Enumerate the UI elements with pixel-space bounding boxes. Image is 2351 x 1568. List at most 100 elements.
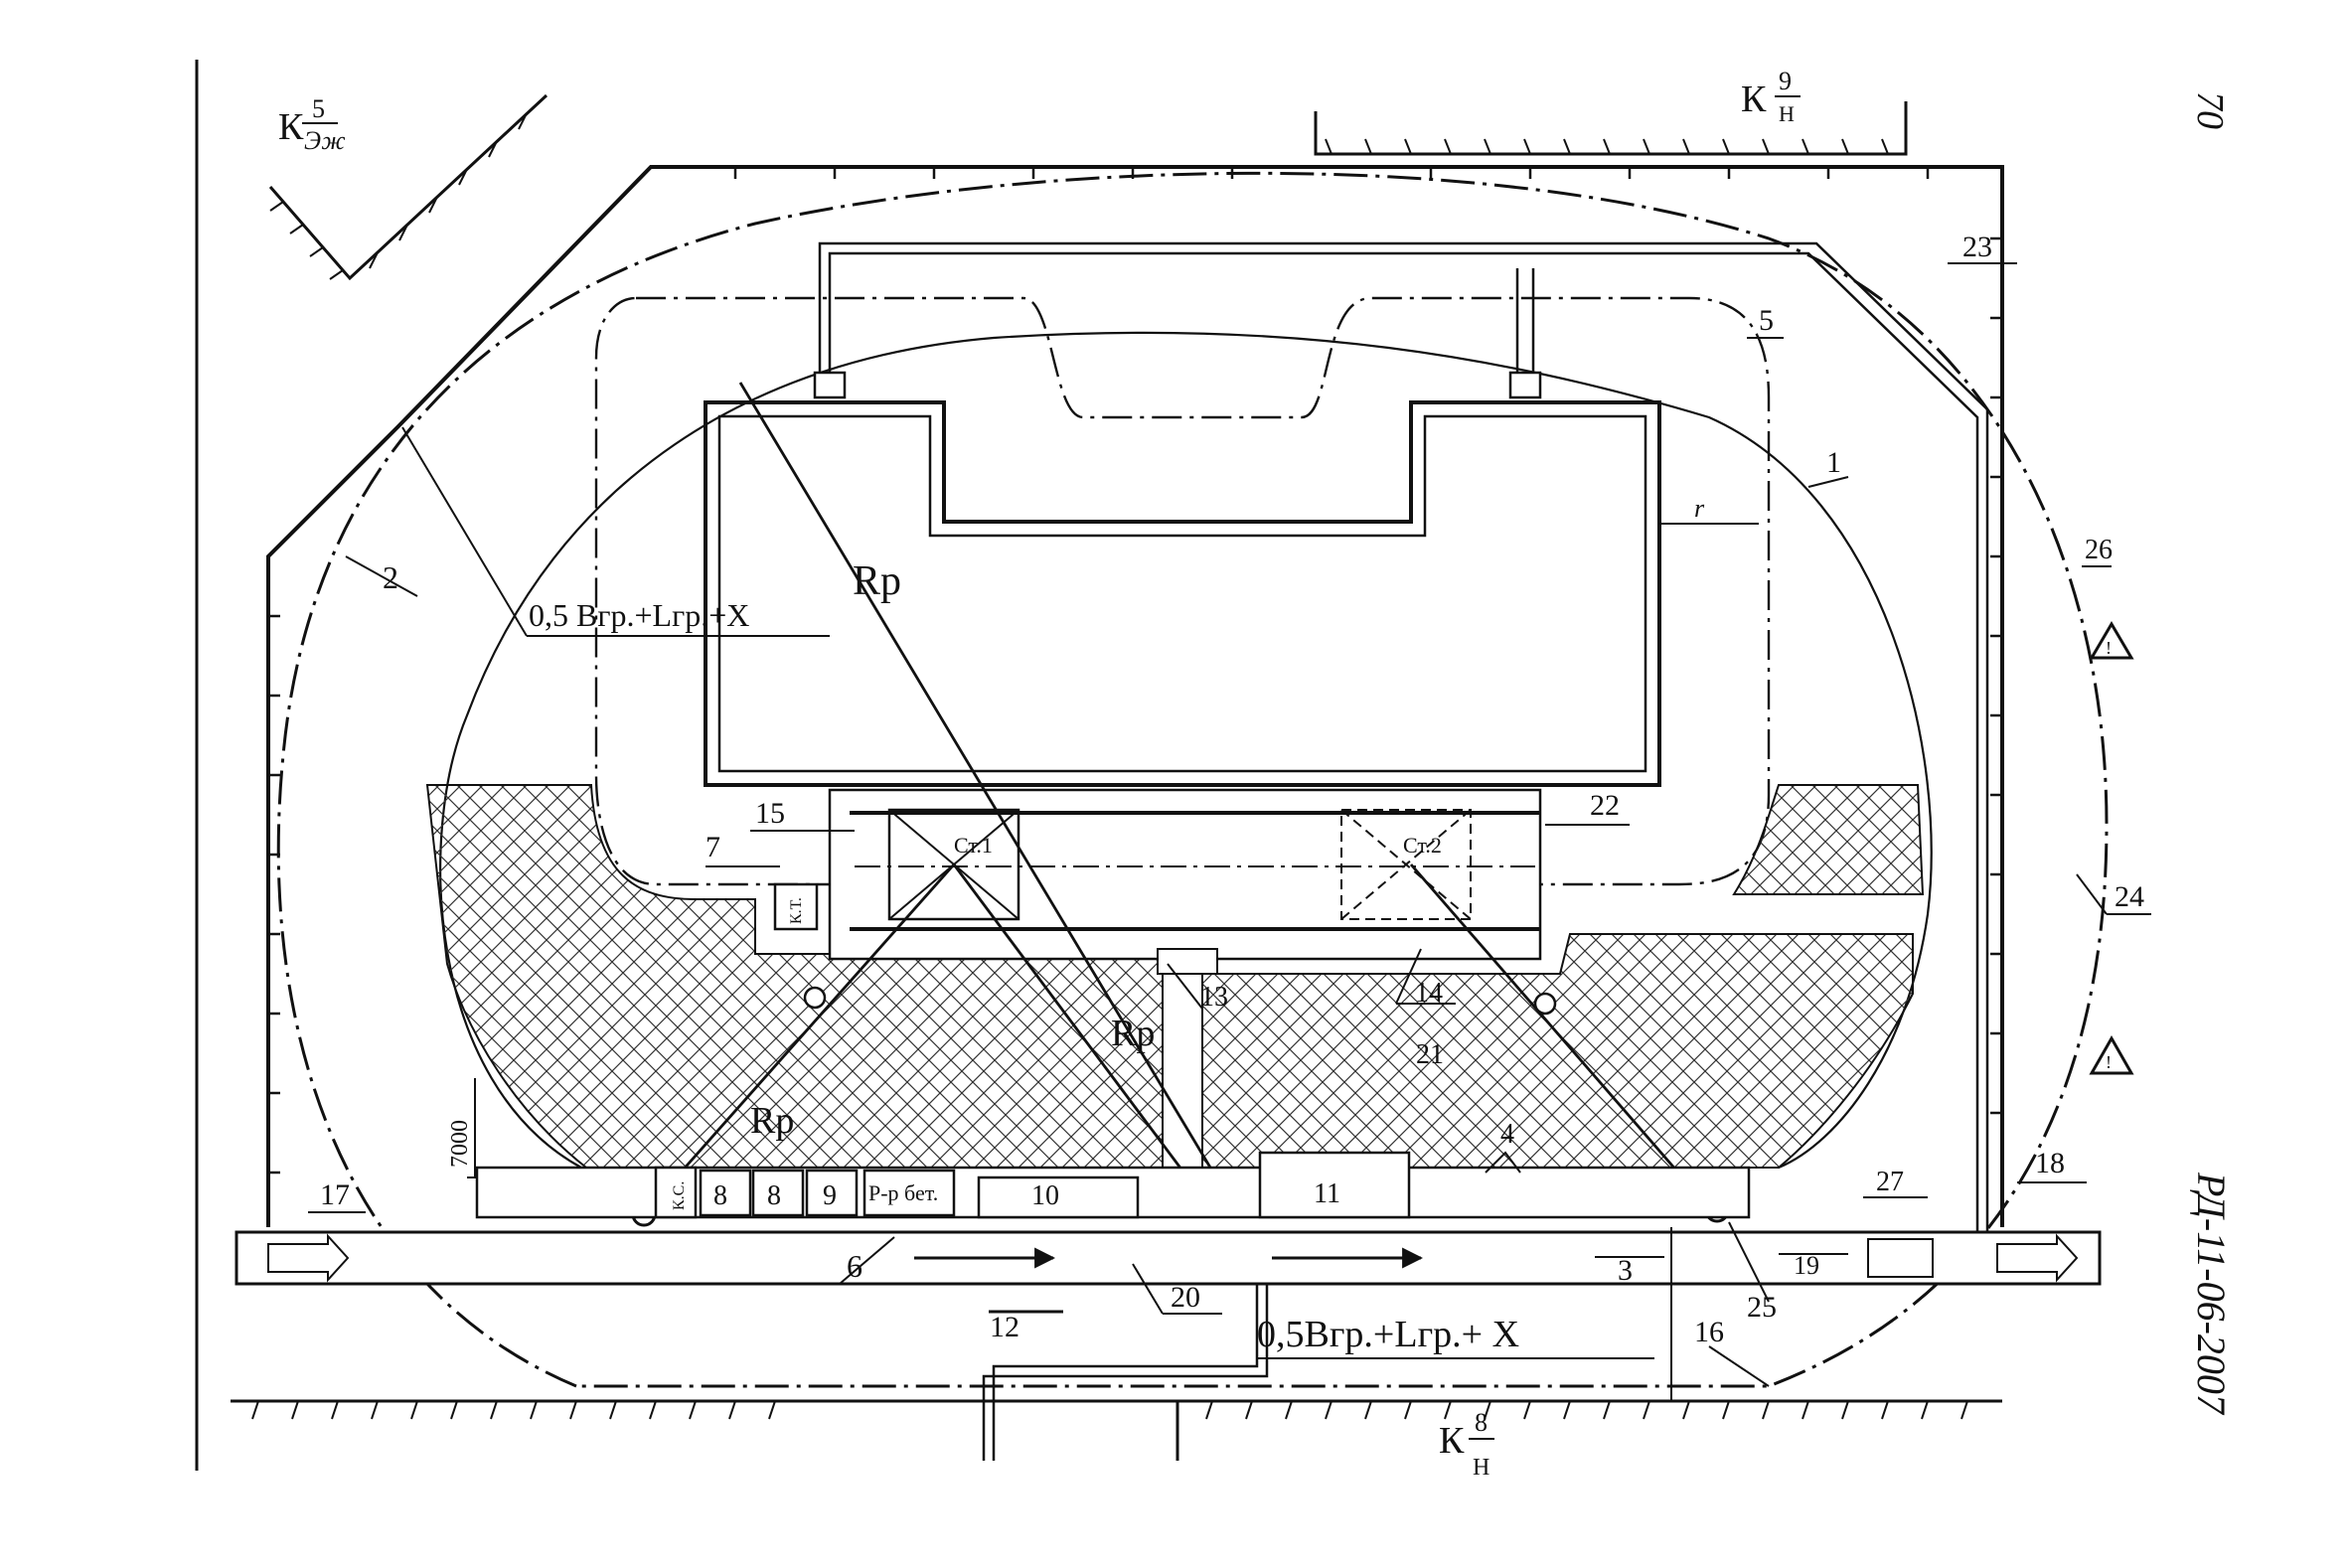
callout-20: 20	[1132, 1263, 1222, 1315]
reach-marker-right	[1533, 992, 1557, 1016]
building-k-n8: К 8 Н	[231, 1399, 2002, 1481]
haul-road	[235, 1230, 2102, 1286]
callout-23: 23	[1948, 231, 2017, 264]
svg-text:1: 1	[1826, 446, 1841, 479]
crane-zone-circle	[439, 331, 1933, 1170]
label-k-n8-sub: Н	[1473, 1455, 1489, 1481]
callout-13: 13	[1167, 963, 1228, 1013]
label-k-zh-sub: Эж	[304, 126, 346, 155]
svg-text:16: 16	[1694, 1316, 1724, 1348]
callout-6: 6	[839, 1236, 895, 1285]
label-kt: К.Т.	[788, 897, 805, 924]
label-k-n9-sub: Н	[1779, 101, 1795, 126]
building-under-construction	[704, 400, 1661, 787]
svg-text:12: 12	[990, 1311, 1019, 1343]
svg-text:21: 21	[1416, 1039, 1444, 1070]
building-k-zh: К 5 Эж	[268, 93, 549, 281]
label-k-zh: К	[278, 106, 304, 148]
item-13-box	[1157, 948, 1218, 975]
label-r: r	[1694, 494, 1705, 523]
temporary-road-loop	[594, 296, 1771, 886]
callout-27: 27	[1863, 1167, 1928, 1198]
svg-text:20: 20	[1171, 1281, 1200, 1314]
tower-crane-2: Ст.2	[1340, 809, 1472, 920]
label-rp-center: Rp	[1111, 1013, 1155, 1054]
label-k-n9-sup: 9	[1779, 67, 1792, 95]
svg-text:6: 6	[847, 1248, 862, 1284]
svg-text:17: 17	[320, 1178, 350, 1211]
callout-5: 5	[1747, 304, 1784, 339]
callout-8b: 8	[767, 1180, 781, 1211]
site-fence-ticks	[268, 167, 2002, 1175]
svg-text:22: 22	[1590, 789, 1620, 822]
formula-bottom: 0,5Вгр.+Lгр.+ Х	[1257, 1314, 1519, 1355]
label-concrete: Р-р бет.	[868, 1180, 938, 1205]
callout-10: 10	[1031, 1180, 1059, 1211]
callout-4: 4	[1485, 1119, 1521, 1174]
callout-1: 1	[1807, 446, 1849, 488]
site-fence	[266, 165, 2004, 1227]
callout-15: 15	[750, 797, 855, 832]
svg-text:14: 14	[1415, 978, 1443, 1009]
site-facilities-row	[475, 1151, 1751, 1219]
callout-18: 18	[2017, 1147, 2087, 1183]
document-code: РД-11-06-2007	[2189, 1172, 2234, 1416]
reach-marker-left	[803, 986, 827, 1010]
kt-box	[773, 882, 819, 931]
svg-text:24: 24	[2115, 880, 2144, 913]
storage-area-top-right	[1732, 784, 1925, 895]
storage-area-right	[1201, 933, 1914, 1169]
callout-24: 24	[2076, 873, 2151, 915]
callout-21: 21	[1416, 1039, 1444, 1070]
crane-reach-lines	[639, 382, 1719, 1218]
svg-text:5: 5	[1759, 304, 1774, 337]
svg-text:13: 13	[1200, 982, 1228, 1013]
svg-text:25: 25	[1747, 1291, 1777, 1324]
svg-text:7000: 7000	[447, 1120, 473, 1168]
danger-zone-boundary	[276, 171, 2109, 1388]
callout-16: 16	[1694, 1316, 1770, 1387]
warning-sign-upper: !	[2089, 621, 2134, 660]
formula-top-leader	[401, 426, 528, 637]
callout-11: 11	[1314, 1178, 1340, 1209]
svg-text:!: !	[2106, 638, 2112, 658]
page-number: 70	[2189, 91, 2231, 129]
label-k-n8-sup: 8	[1475, 1408, 1488, 1437]
callout-12: 12	[989, 1310, 1063, 1343]
svg-text:!: !	[2106, 1052, 2112, 1072]
svg-text:2: 2	[383, 559, 398, 595]
svg-text:15: 15	[755, 797, 785, 830]
callout-25: 25	[1728, 1221, 1777, 1324]
crane-track	[828, 788, 1542, 961]
callout-22: 22	[1545, 789, 1630, 826]
svg-text:7: 7	[705, 831, 720, 863]
svg-text:4: 4	[1500, 1119, 1514, 1150]
callout-7: 7	[705, 831, 780, 867]
svg-text:26: 26	[2085, 535, 2113, 565]
warning-sign-lower: !	[2089, 1034, 2134, 1075]
callout-26: 26	[2082, 535, 2113, 567]
callout-14: 14	[1395, 948, 1456, 1009]
label-k-n9: К	[1741, 78, 1767, 120]
label-k-n8: К	[1439, 1420, 1465, 1462]
label-k-zh-sup: 5	[312, 94, 325, 123]
label-crane-2: Ст.2	[1403, 833, 1442, 858]
callout-19: 19	[1779, 1251, 1848, 1280]
svg-text:23: 23	[1962, 231, 1992, 263]
building-k-n9: К 9 Н	[1314, 67, 1908, 156]
label-crane-1: Ст.1	[954, 833, 993, 858]
label-kc: К.С.	[671, 1181, 688, 1210]
callout-2: 2	[345, 555, 418, 597]
svg-text:18: 18	[2035, 1147, 2065, 1179]
callout-3: 3	[1595, 1254, 1664, 1287]
callout-17: 17	[308, 1178, 366, 1213]
formula-top: 0,5 Вгр.+Lгр.+Х	[529, 597, 749, 633]
callout-9: 9	[823, 1180, 837, 1211]
label-rp-left: Rp	[750, 1100, 794, 1142]
svg-text:27: 27	[1876, 1167, 1904, 1197]
svg-text:3: 3	[1618, 1254, 1633, 1287]
svg-text:19: 19	[1794, 1251, 1819, 1280]
label-rp-top: Rp	[853, 558, 901, 604]
callout-8a: 8	[713, 1180, 727, 1211]
